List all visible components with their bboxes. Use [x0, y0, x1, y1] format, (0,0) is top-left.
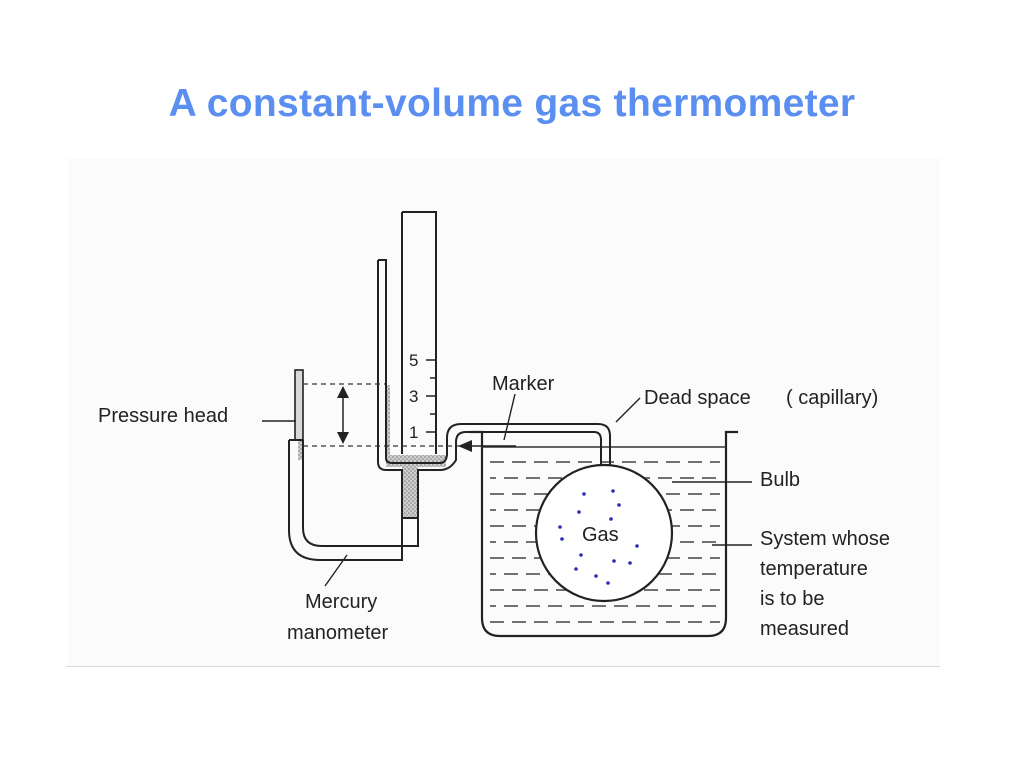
gas-molecules [558, 489, 639, 585]
system-label-line3: is to be [760, 588, 824, 610]
gas-label: Gas [582, 524, 619, 546]
bulb-label: Bulb [760, 469, 800, 491]
liquid-bath [470, 430, 738, 638]
pressure-head-label: Pressure head [98, 405, 228, 427]
scale-mark-3: 3 [409, 387, 418, 406]
leader-lines [262, 393, 752, 587]
capillary-label: ( capillary) [786, 387, 878, 409]
mercury-manometer [288, 211, 457, 561]
scale-mark-1: 1 [409, 423, 418, 442]
scale-ticks [426, 359, 436, 433]
bottom-divider [66, 666, 940, 667]
slide-title: A constant-volume gas thermometer [168, 82, 856, 125]
capillary-tube [446, 423, 611, 466]
system-label-line4: measured [760, 618, 849, 640]
scale-mark-5: 5 [409, 351, 418, 370]
mercury-label-line2: manometer [287, 622, 388, 644]
pressure-head-indicator [303, 383, 470, 447]
marker-label: Marker [492, 373, 555, 395]
scan-background [68, 158, 940, 666]
dead-space-label: Dead space [644, 387, 751, 409]
system-label-line2: temperature [760, 558, 868, 580]
system-label-line1: System whose [760, 528, 890, 550]
gas-bulb [534, 463, 674, 603]
marker-arrow [458, 440, 516, 452]
mercury-label-line1: Mercury [305, 591, 377, 613]
